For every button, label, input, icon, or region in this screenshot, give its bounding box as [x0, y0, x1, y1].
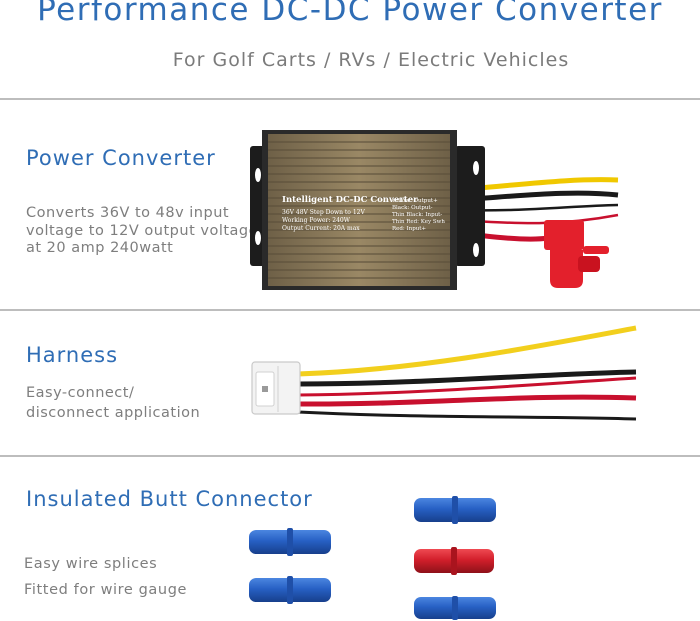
page-subtitle: For Golf Carts / RVs / Electric Vehicles	[172, 49, 570, 71]
red-butt-connector-image	[414, 547, 494, 575]
converter-label-spec: 36V 48V Step Down to 12V	[282, 209, 365, 216]
converter-label-title: Intelligent DC-DC Converter	[282, 195, 418, 205]
converter-label-wire: Red: Input+	[392, 226, 427, 232]
butt-connector-line2: Fitted for wire gauge	[24, 582, 188, 598]
converter-label-spec: Working Power: 240W	[282, 217, 351, 224]
butt-connector-heading: Insulated Butt Connector	[26, 487, 313, 511]
converter-label-wire: Thin Red: Key Swh	[392, 219, 445, 225]
butt-connector-line1: Easy wire splices	[24, 556, 158, 572]
divider	[0, 98, 700, 100]
divider	[0, 455, 700, 457]
divider	[0, 309, 700, 311]
converter-label-wire: Black: Output-	[392, 205, 433, 211]
blue-butt-connector-image	[414, 496, 496, 524]
page-title: Performance DC-DC Power Converter	[37, 0, 663, 28]
blue-butt-connector-image	[249, 528, 331, 556]
converter-label-wire: Yellow: Output+	[391, 198, 438, 204]
converter-label-wire: Thin Black: Input-	[392, 212, 442, 218]
blue-butt-connector-image	[414, 596, 496, 620]
blue-butt-connector-image	[249, 576, 331, 604]
power-converter-description: Converts 36V to 48v input voltage to 12V…	[26, 205, 259, 256]
power-converter-heading: Power Converter	[26, 146, 216, 170]
wire-harness-image	[251, 325, 637, 421]
dc-converter-image: Intelligent DC-DC Converter 36V 48V Step…	[250, 130, 619, 290]
harness-description: Easy-connect/ disconnect application	[26, 385, 201, 421]
converter-label-spec: Output Current: 20A max	[282, 225, 360, 232]
harness-heading: Harness	[26, 343, 119, 367]
